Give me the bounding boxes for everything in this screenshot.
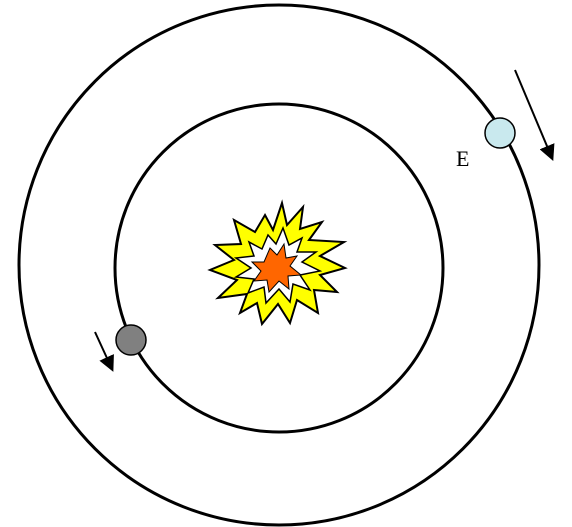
outer-planet [485, 118, 515, 148]
star-icon [210, 203, 345, 324]
outer-planet-label: E [456, 146, 469, 171]
inner-planet [116, 325, 146, 355]
inner-direction-arrow [95, 332, 112, 369]
outer-direction-arrow [515, 70, 552, 158]
